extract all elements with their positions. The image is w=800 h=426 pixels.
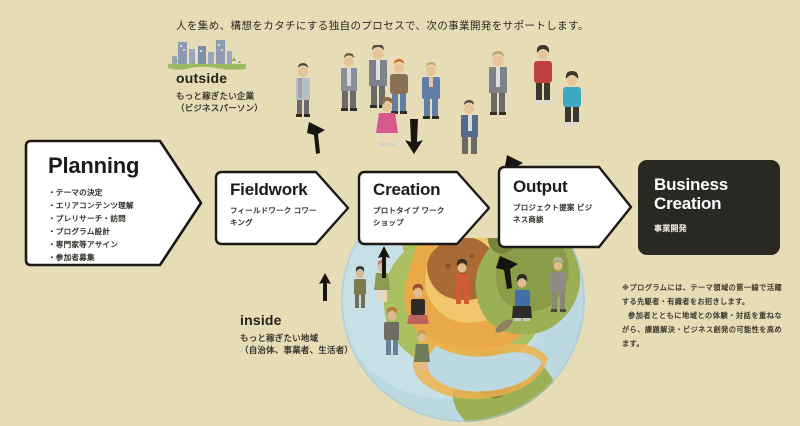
person-figure <box>341 53 357 111</box>
person-figure <box>534 45 552 103</box>
caption-inside-title: inside <box>240 312 282 328</box>
process-step-output[interactable]: Output プロジェクト提案 ビジ ネス商談 <box>495 163 635 251</box>
arrow-down-icon <box>307 122 325 154</box>
earth-globe-illustration <box>332 238 594 426</box>
globe-person-figure <box>414 330 430 370</box>
caption-outside-line1: もっと稼ぎたい企業 <box>176 90 255 101</box>
planning-bullet: テーマの決定 <box>48 186 205 199</box>
fieldwork-subtitle: フィールドワーク コワー キング <box>230 205 317 228</box>
process-step-fieldwork[interactable]: Fieldwork フィールドワーク コワー キング <box>212 168 352 248</box>
city-skyline-icon <box>168 36 246 72</box>
footnote: ※プログラムには、テーマ領域の第一線で活躍する先駆者・有識者をお招きします。 参… <box>622 281 782 351</box>
caption-inside-subtitle: もっと稼ぎたい地域 （自治体、事業者、生活者） <box>240 332 353 358</box>
arrow-diagonal-icon <box>496 256 518 289</box>
fieldwork-shape <box>214 170 350 246</box>
globe-person-figure <box>455 259 470 304</box>
planning-bullet: 参加者募集 <box>48 251 205 264</box>
caption-inside: inside もっと稼ぎたい地域 （自治体、事業者、生活者） <box>240 312 353 357</box>
fieldwork-title: Fieldwork <box>230 180 308 199</box>
page-title: 人を集め、構想をカタチにする独自のプロセスで、次の事業開発をサポートします。 <box>176 20 589 32</box>
creation-shape <box>357 170 491 246</box>
globe-person-figure <box>354 266 366 308</box>
output-shape <box>497 165 633 249</box>
planning-bullet-list: テーマの決定 エリアコンテンツ理解 プレリサーチ・訪問 プログラム設計 専門家等… <box>48 186 205 264</box>
globe-person-figure <box>407 284 429 324</box>
creation-title: Creation <box>373 180 441 199</box>
person-figure <box>422 62 440 119</box>
output-title: Output <box>513 177 568 196</box>
globe-person-figure <box>550 257 566 312</box>
caption-outside: outside もっと稼ぎたい企業 （ビジネスパーソン） <box>176 70 263 115</box>
caption-inside-line2: （自治体、事業者、生活者） <box>240 345 354 356</box>
caption-inside-line1: もっと稼ぎたい地域 <box>240 332 319 343</box>
footnote-line-2: 参加者とともに地域との体験・対話を重ねながら、課題解決・ビジネス創発の可能性を高… <box>622 311 782 349</box>
process-step-creation[interactable]: Creation プロトタイプ ワーク ショップ <box>355 168 493 248</box>
person-figure <box>489 51 507 115</box>
caption-outside-title: outside <box>176 70 228 86</box>
planning-title: Planning <box>48 153 140 178</box>
process-step-planning[interactable]: Planning テーマの決定 エリアコンテンツ理解 プレリサーチ・訪問 プログ… <box>20 138 205 268</box>
process-step-business-creation[interactable]: Business Creation 事業開発 <box>638 160 780 255</box>
person-figure <box>563 71 581 125</box>
planning-bullet: エリアコンテンツ理解 <box>48 199 205 212</box>
planning-bullet: 専門家等アサイン <box>48 238 205 251</box>
caption-outside-subtitle: もっと稼ぎたい企業 （ビジネスパーソン） <box>176 90 263 116</box>
planning-bullet: プレリサーチ・訪問 <box>48 212 205 225</box>
person-figure <box>461 100 478 154</box>
arrow-down-icon <box>405 119 423 154</box>
business-creation-title: Business Creation <box>654 175 728 213</box>
person-figure <box>390 59 408 114</box>
globe-person-figure <box>384 307 399 355</box>
planning-bullet: プログラム設計 <box>48 225 205 238</box>
globe-person-figure <box>512 274 532 321</box>
person-figure <box>376 97 398 146</box>
output-subtitle: プロジェクト提案 ビジ ネス商談 <box>513 202 593 225</box>
creation-subtitle: プロトタイプ ワーク ショップ <box>373 205 445 228</box>
arrow-up-icon <box>319 273 331 301</box>
arrow-up-icon <box>378 246 390 278</box>
footnote-line-1: ※プログラムには、テーマ領域の第一線で活躍する先駆者・有識者をお招きします。 <box>622 283 782 307</box>
business-creation-subtitle: 事業開発 <box>654 224 687 234</box>
person-figure <box>296 63 310 117</box>
caption-outside-line2: （ビジネスパーソン） <box>176 103 264 114</box>
